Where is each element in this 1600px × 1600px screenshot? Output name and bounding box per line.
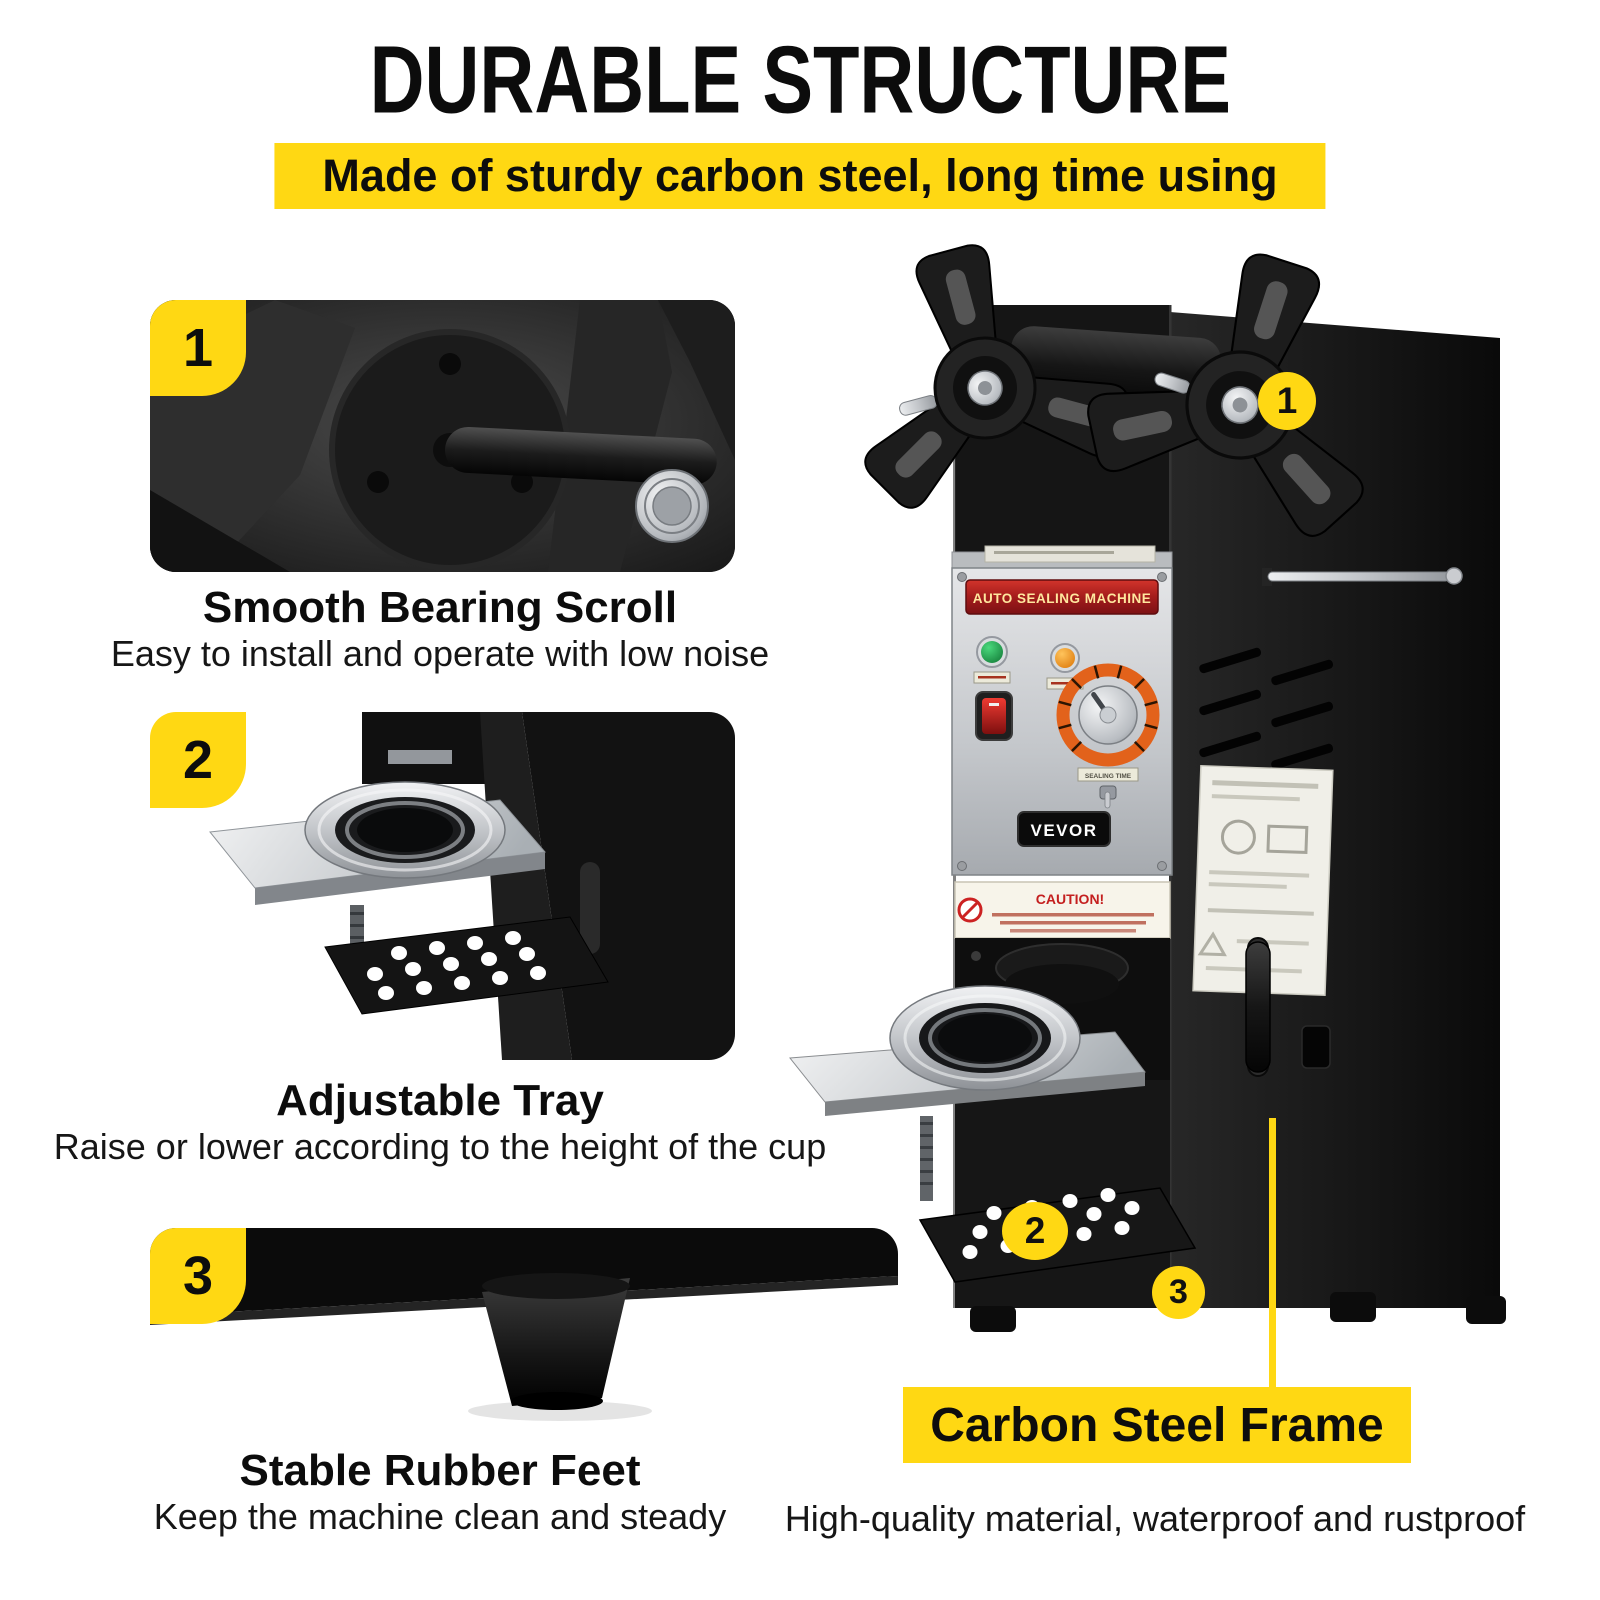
feature-title-bearing: Smooth Bearing Scroll	[202, 583, 678, 632]
feature-desc-tray: Raise or lower according to the height o…	[53, 1126, 827, 1167]
machine-panel-title-label: AUTO SEALING MACHINE	[973, 591, 1152, 606]
machine-photo: AUTO SEALING MACHINE	[770, 220, 1520, 1350]
feature-photo-feet: 3	[150, 1228, 898, 1428]
feature-number-badge-2: 2	[150, 712, 246, 808]
sealing-machine-illustration: AUTO SEALING MACHINE	[789, 244, 1506, 1332]
machine-brand-label: VEVOR	[1030, 821, 1097, 840]
machine-marker-1: 1	[1258, 372, 1316, 430]
rubber-feet-illustration	[150, 1228, 898, 1428]
feature-title-tray: Adjustable Tray	[276, 1076, 604, 1125]
feature-number-badge-3: 3	[150, 1228, 246, 1324]
machine-marker-3: 3	[1152, 1266, 1205, 1319]
feature-title-feet: Stable Rubber Feet	[239, 1446, 641, 1495]
frame-callout-title: Carbon Steel Frame	[903, 1387, 1411, 1463]
callout-connector-line	[1269, 1118, 1276, 1392]
feature-desc-feet: Keep the machine clean and steady	[153, 1496, 727, 1537]
machine-knob-label: SEALING TIME	[1085, 773, 1132, 780]
adjustable-tray-illustration	[150, 712, 735, 1060]
subtitle-banner: Made of sturdy carbon steel, long time u…	[274, 143, 1326, 209]
machine-marker-2: 2	[1002, 1202, 1068, 1260]
feature-photo-bearing: 1	[150, 300, 735, 572]
frame-callout-desc: High-quality material, waterproof and ru…	[784, 1498, 1526, 1539]
bearing-scroll-illustration	[150, 300, 735, 572]
page-title: DURABLE STRUCTURE	[369, 26, 1231, 133]
feature-desc-bearing: Easy to install and operate with low noi…	[110, 633, 770, 674]
feature-number-badge-1: 1	[150, 300, 246, 396]
feature-photo-tray: 2	[150, 712, 735, 1060]
machine-caution-label: CAUTION!	[1036, 891, 1104, 907]
subtitle-banner-text: Made of sturdy carbon steel, long time u…	[322, 150, 1278, 201]
